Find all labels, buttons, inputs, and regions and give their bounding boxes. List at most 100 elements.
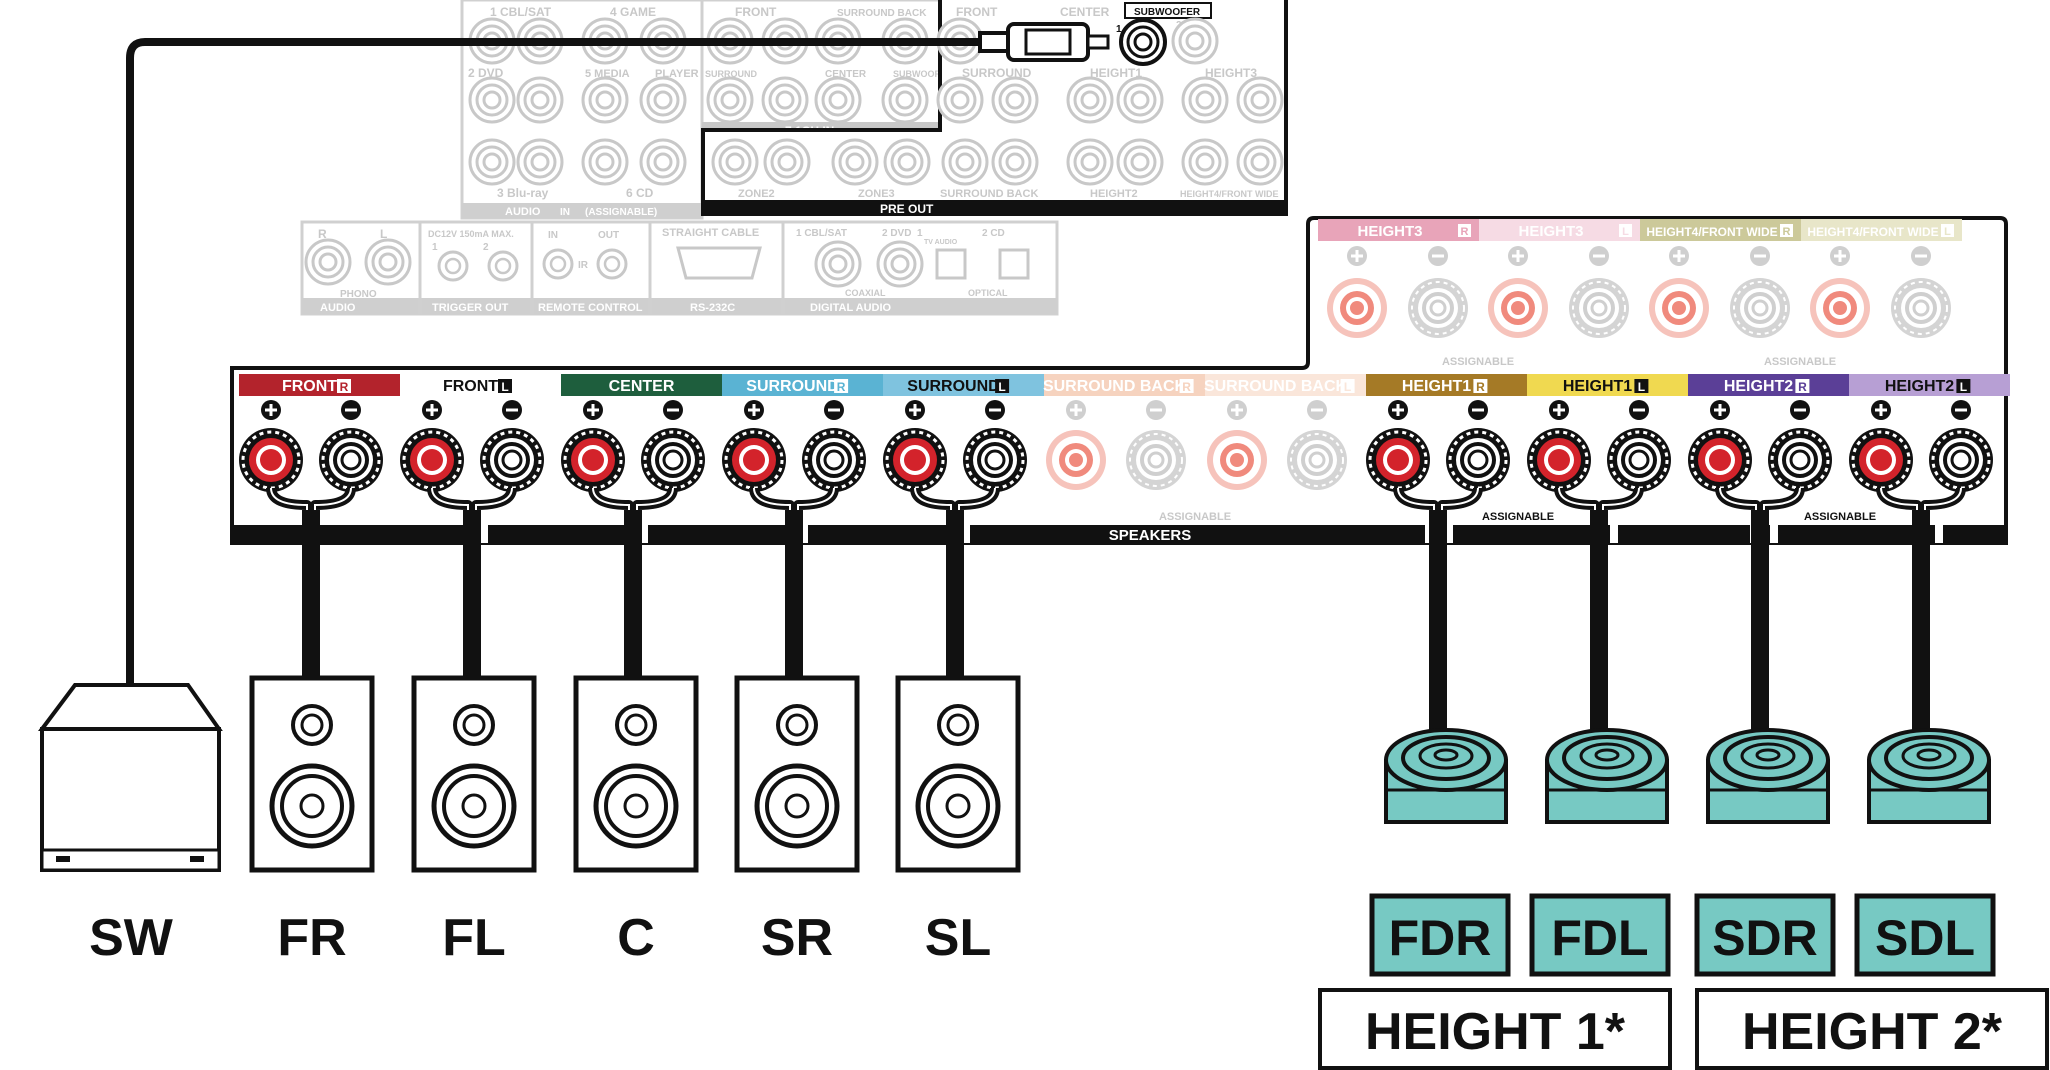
preout-label-zone3: ZONE3 [858,188,895,200]
preout-label-height2: HEIGHT2 [1090,188,1138,200]
channel-side-surround-l: L [998,380,1005,394]
channel-label-surround-back-r: SURROUND BACK [1043,378,1187,395]
height-label-height3-l: HEIGHT3 [1518,223,1583,240]
minus-icon [1468,400,1488,420]
pre-out-label: PRE OUT [880,202,934,216]
phono-audio-label: AUDIO [320,302,356,314]
subwoofer [38,683,223,872]
channel-side-height1-l: L [1638,380,1645,394]
negative-terminal [1124,428,1188,492]
channel-side-front-r: R [340,380,349,394]
speaker-c [573,675,699,873]
dig-input-cd: 2 CD [982,228,1005,239]
minus-icon [985,400,1005,420]
positive-terminal [720,426,788,494]
height-side-height4-front-wide-l: L [1944,226,1951,238]
negative-terminal [1285,428,1349,492]
label-box-fdl: FDL [1529,893,1671,977]
negative-terminal [1889,276,1953,340]
speaker-sdl [1867,728,1991,824]
remote-in-label: IN [548,230,558,241]
preout-label-surround: SURROUND [962,66,1032,80]
group-label-height2: HEIGHT 2* [1742,1003,2003,1061]
height-label-height4-front-wide-l: HEIGHT4/FRONT WIDE [1807,225,1938,239]
speaker-wire [1554,487,1644,740]
plus-icon [583,400,603,420]
phono-l: L [380,227,387,241]
plus-icon [1066,400,1086,420]
channel-side-height1-r: R [1476,380,1485,394]
input-label-media: 5 MEDIA [585,68,630,80]
negative-terminal [1766,426,1834,494]
label-fdl: FDL [1551,910,1648,966]
negative-terminal [478,426,546,494]
negative-terminal [961,426,1029,494]
positive-terminal [1525,426,1593,494]
minus-icon [1307,400,1327,420]
positive-terminal [881,426,949,494]
channel-side-height2-r: R [1798,380,1807,394]
preout-label-zone2: ZONE2 [738,188,775,200]
positive-terminal [398,426,466,494]
dig-input-dvd: 2 DVD [882,228,911,239]
speaker-sl [895,675,1021,873]
height-speakers [1384,728,1991,824]
plus-icon [1710,400,1730,420]
plus-icon [422,400,442,420]
speaker-fdr [1384,728,1508,824]
assignable-label-height1: ASSIGNABLE [1482,511,1554,523]
height-band-height3-l: HEIGHT3 L [1479,219,1640,241]
input-label-front: FRONT [735,5,777,19]
preout-label-center: CENTER [1060,5,1110,19]
remote-out-label: OUT [598,230,619,241]
remote-control-label: REMOTE CONTROL [538,302,643,314]
plus-icon [261,400,281,420]
assignable-label-height4: ASSIGNABLE [1764,356,1836,368]
height-side-height3-l: L [1622,226,1629,238]
positive-terminal [1686,426,1754,494]
plus-icon [1388,400,1408,420]
minus-icon [341,400,361,420]
input-label-surround-back: SURROUND BACK [837,8,927,19]
channel-label-front-r: FRONT [282,378,337,395]
dig-input-tv-audio: TV AUDIO [924,239,958,246]
preout-label-height4: HEIGHT4/FRONT WIDE [1180,189,1279,199]
speaker-wire [910,487,1000,690]
channel-label-height2-l: HEIGHT2 [1885,378,1954,395]
subwoofer-jack-1-label: 1 [1116,24,1122,35]
channel-label-surround-l: SURROUND [907,378,999,395]
speaker-name-labels: SW FR FL C SR SL FDR FDL SDR SDL HEIGHT … [89,893,2049,1070]
speaker-wire [427,487,517,690]
channel-label-center: CENTER [609,378,675,395]
plus-icon [905,400,925,420]
channel-label-height1-r: HEIGHT1 [1402,378,1471,395]
phono-r: R [318,227,327,241]
negative-terminal [639,426,707,494]
positive-terminal [1488,278,1548,338]
positive-terminal [1364,426,1432,494]
positive-terminal [1327,278,1387,338]
input-label-dvd: 2 DVD [468,66,504,80]
negative-terminal [800,426,868,494]
channel-side-surround-r: R [837,380,846,394]
speakers-label: SPEAKERS [1109,527,1192,544]
positive-terminal [237,426,305,494]
minus-icon [1750,246,1770,266]
input-label-subwoofer: SUBWOOFER [893,69,953,79]
minus-icon [663,400,683,420]
trigger-out-label: TRIGGER OUT [432,302,509,314]
label-fl: FL [442,909,506,967]
channel-label-front-l: FRONT [443,378,498,395]
channel-band-center: CENTER [561,374,722,396]
subwoofer-pre-out-jack[interactable] [1119,18,1167,66]
input-label-bluray: 3 Blu-ray [497,186,549,200]
input-label-cbl: 1 CBL/SAT [490,5,552,19]
group-box-height1: HEIGHT 1* [1318,988,1672,1070]
label-sw: SW [89,909,174,967]
digital-audio-label: DIGITAL AUDIO [810,302,892,314]
